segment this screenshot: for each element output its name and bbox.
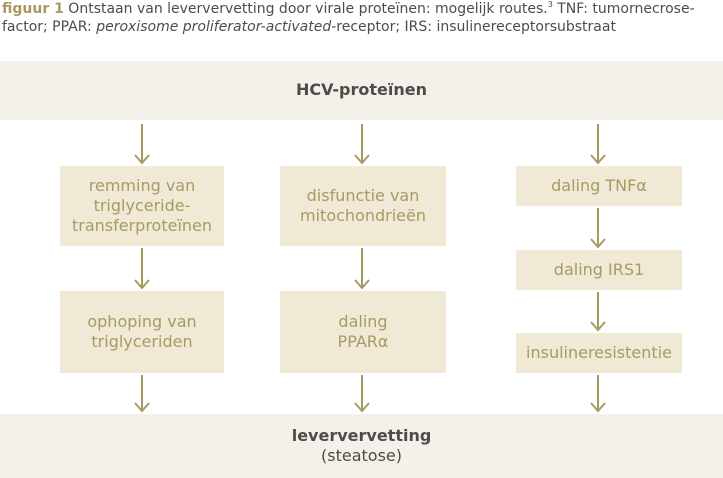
arrow-icon [134, 248, 150, 290]
arrow-icon [134, 375, 150, 413]
caption-text-c: -receptor; IRS: insulinereceptorsubstraa… [331, 19, 616, 35]
caption-text-b: TNF: tumornecrose-factor; PPAR: [2, 1, 695, 35]
inhibition-triglyceride-transfer-box: remming van triglyceride- transferproteï… [60, 166, 224, 246]
box-line: PPARα [337, 332, 389, 351]
triglyceride-accumulation-box: ophoping van triglyceriden [60, 291, 224, 373]
box-line: ophoping van [87, 312, 197, 331]
arrow-icon [354, 124, 370, 165]
arrow-icon [590, 208, 606, 249]
mitochondrial-dysfunction-box: disfunctie van mitochondrieën [280, 166, 446, 246]
box-line: triglyceriden [91, 332, 193, 351]
arrow-icon [590, 375, 606, 413]
box-line: triglyceride- [93, 196, 191, 215]
steatosis-title: leververvetting [291, 426, 432, 445]
insulin-resistance-box: insulineresistentie [516, 333, 682, 373]
arrow-icon [590, 292, 606, 332]
tnf-decrease-box: daling TNFα [516, 166, 682, 206]
hcv-proteins-node: HCV-proteïnen [296, 80, 427, 99]
steatosis-node: leververvetting (steatose) [0, 426, 723, 466]
box-line: insulineresistentie [526, 343, 672, 362]
steatosis-subtitle: (steatose) [321, 446, 402, 465]
arrow-icon [354, 375, 370, 413]
box-line: daling [338, 312, 388, 331]
arrow-icon [590, 124, 606, 165]
figure-label: figuur 1 [2, 1, 64, 17]
box-line: daling IRS1 [553, 260, 645, 279]
box-line: daling TNFα [551, 176, 647, 195]
arrow-icon [134, 124, 150, 165]
box-line: mitochondrieën [300, 206, 426, 225]
bottom-band [0, 414, 723, 478]
irs1-decrease-box: daling IRS1 [516, 250, 682, 290]
ppar-decrease-box: daling PPARα [280, 291, 446, 373]
box-line: remming van [88, 176, 196, 195]
arrow-icon [354, 248, 370, 290]
caption-ref: 3 [547, 0, 553, 9]
caption-text-a: Ontstaan van leververvetting door virale… [63, 1, 548, 17]
box-line: transferproteïnen [71, 216, 213, 235]
box-line: disfunctie van [306, 186, 420, 205]
caption-italic: peroxisome proliferator-activated [96, 19, 332, 35]
top-band [0, 61, 723, 120]
figure-caption: figuur 1 Ontstaan van leververvetting do… [2, 0, 722, 36]
